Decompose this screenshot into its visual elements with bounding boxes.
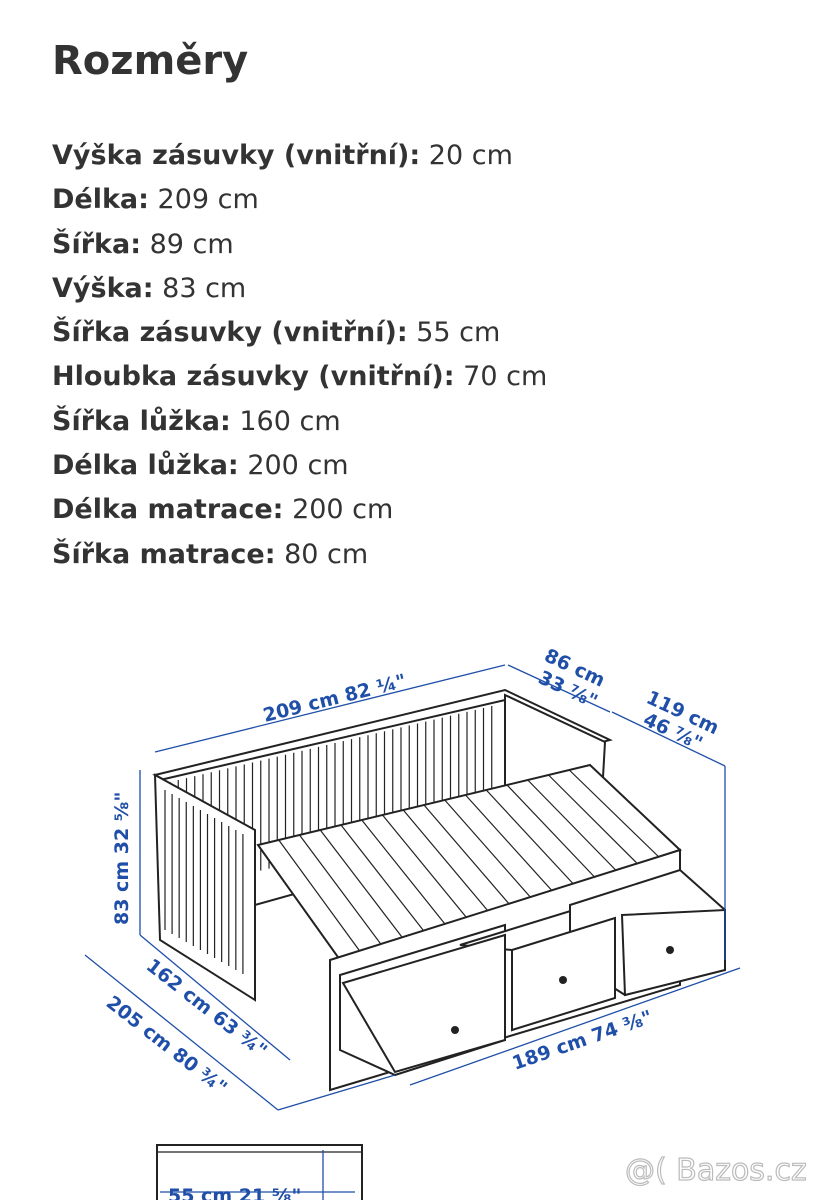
- slat-line: [278, 839, 362, 954]
- slat-line: [402, 809, 490, 913]
- daybed-illustration: [152, 688, 726, 1200]
- drawer-width-dimension: 55 cm 21 ⅝": [168, 1185, 301, 1200]
- slat-line: [257, 844, 341, 961]
- page-title: Rozměry: [52, 38, 249, 84]
- slat-line: [361, 819, 447, 926]
- spec-row: Šířka lůžka: 160 cm: [52, 405, 341, 437]
- slat-line: [319, 829, 405, 940]
- spec-row: Délka: 209 cm: [52, 184, 259, 216]
- slat-line: [568, 769, 660, 858]
- spec-row: Šířka: 89 cm: [52, 228, 234, 260]
- spec-row: Délka matrace: 200 cm: [52, 494, 394, 526]
- slat-line: [465, 794, 553, 892]
- slat-line: [423, 804, 511, 906]
- slat-line: [299, 834, 383, 947]
- spec-row: Výška zásuvky (vnitřní): 20 cm: [52, 140, 513, 171]
- spec-row: Šířka zásuvky (vnitřní): 55 cm: [52, 317, 501, 349]
- spec-row: Šířka matrace: 80 cm: [52, 538, 369, 570]
- slat-line: [527, 779, 617, 872]
- spec-row: Hloubka zásuvky (vnitřní): 70 cm: [52, 361, 548, 393]
- dimensions-list: Výška zásuvky (vnitřní): 20 cm Délka: 20…: [52, 134, 547, 577]
- slat-line: [382, 814, 468, 920]
- dimension-lines: [84, 664, 741, 1200]
- spec-row: Výška: 83 cm: [52, 272, 247, 304]
- slat-line: [485, 789, 575, 885]
- slat-line: [444, 799, 532, 899]
- slat-line: [340, 824, 426, 933]
- watermark: @( Bazos.cz: [625, 1153, 807, 1188]
- spec-row: Délka lůžka: 200 cm: [52, 450, 349, 482]
- slat-line: [506, 784, 596, 878]
- slat-line: [548, 774, 638, 865]
- height-dimension: 83 cm 32 ⅝": [111, 792, 133, 925]
